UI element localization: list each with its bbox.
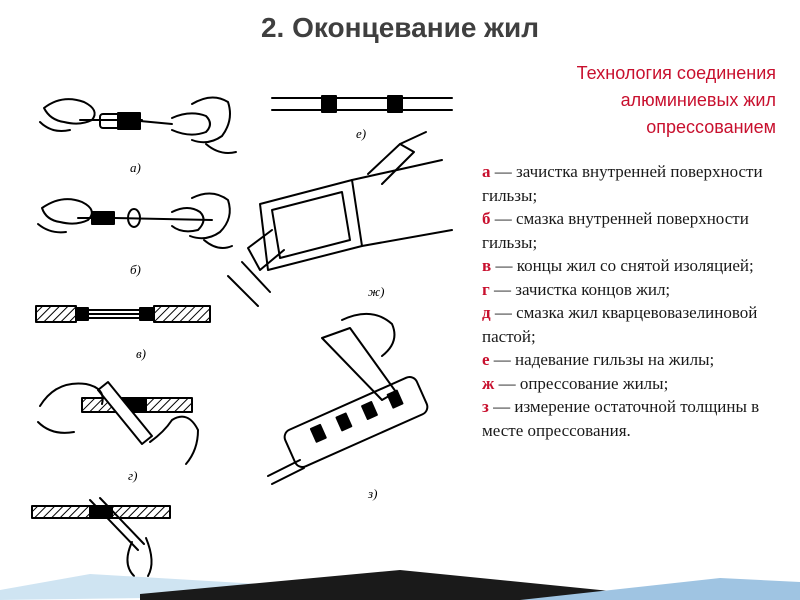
step-letter: д xyxy=(482,303,491,322)
figure-g-wire-cleaning xyxy=(38,382,198,464)
step-letter: е xyxy=(482,350,490,369)
subtitle-line: опрессованием xyxy=(476,114,776,141)
step-text: — смазка жил кварцевовазелиновой пастой; xyxy=(482,303,757,346)
figure-b-sleeve-greasing xyxy=(38,193,232,248)
step-item: а — зачистка внутренней поверхности гиль… xyxy=(482,160,782,207)
page-title: 2. Оконцевание жил xyxy=(0,12,800,44)
subtitle-line: Технология соединения xyxy=(476,60,776,87)
step-letter: в xyxy=(482,256,491,275)
step-item: е — надевание гильзы на жилы; xyxy=(482,348,782,372)
step-text: — зачистка внутренней поверхности гильзы… xyxy=(482,162,763,205)
step-item: в — концы жил со снятой изоляцией; xyxy=(482,254,782,278)
subtitle-line: алюминиевых жил xyxy=(476,87,776,114)
subtitle: Технология соединения алюминиевых жил оп… xyxy=(476,60,776,141)
figure-e-sleeve-fitting xyxy=(272,96,452,112)
step-letter: г xyxy=(482,280,490,299)
step-letter: ж xyxy=(482,374,494,393)
step-item: з — измерение остаточной толщины в месте… xyxy=(482,395,782,442)
step-letter: б xyxy=(482,209,491,228)
figure-z-measurement xyxy=(268,314,430,484)
step-text: — концы жил со снятой изоляцией; xyxy=(491,256,754,275)
figure-label-b: б) xyxy=(130,262,141,277)
figure-label-e: е) xyxy=(356,126,366,141)
step-text: — зачистка концов жил; xyxy=(490,280,670,299)
step-text: — измерение остаточной толщины в месте о… xyxy=(482,397,759,440)
bottom-decoration xyxy=(0,560,800,600)
technology-illustration: а) б) в) г) е) ж) з) xyxy=(22,80,472,580)
step-text: — надевание гильзы на жилы; xyxy=(490,350,715,369)
figure-label-a: а) xyxy=(130,160,141,175)
steps-list: а — зачистка внутренней поверхности гиль… xyxy=(482,160,782,442)
step-item: ж — опрессование жилы; xyxy=(482,372,782,396)
step-letter: з xyxy=(482,397,489,416)
figure-label-zh: ж) xyxy=(368,284,384,299)
figure-a-sleeve-cleaning xyxy=(40,97,236,153)
figure-label-g: г) xyxy=(128,468,137,483)
step-item: б — смазка внутренней поверхности гильзы… xyxy=(482,207,782,254)
step-text: — смазка внутренней поверхности гильзы; xyxy=(482,209,749,252)
step-item: д — смазка жил кварцевовазелиновой пасто… xyxy=(482,301,782,348)
step-text: — опрессование жилы; xyxy=(494,374,668,393)
figure-label-z: з) xyxy=(367,486,377,501)
step-item: г — зачистка концов жил; xyxy=(482,278,782,302)
figure-v-stripped-ends xyxy=(36,306,210,322)
figure-zh-pressing xyxy=(228,132,452,306)
step-letter: а xyxy=(482,162,491,181)
figure-label-v: в) xyxy=(136,346,146,361)
